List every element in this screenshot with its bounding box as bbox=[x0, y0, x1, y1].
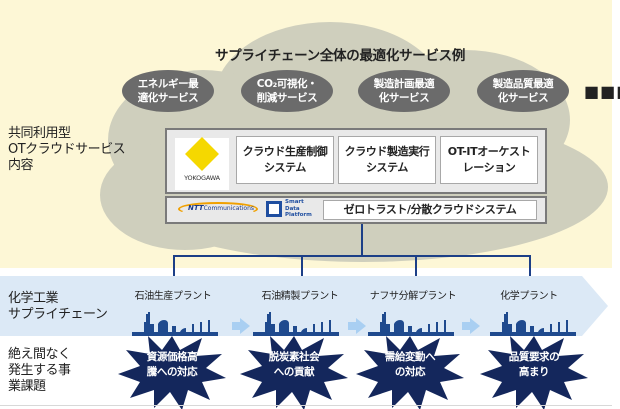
label-line: 絶え間なく bbox=[8, 347, 71, 362]
label-line: 共同利用型 bbox=[8, 126, 71, 141]
label-line: OTクラウドサービス bbox=[8, 142, 126, 157]
ntt-logo-bold: NTT bbox=[188, 204, 204, 212]
plant-icon-chemical bbox=[490, 312, 576, 336]
diagram-title: サプライチェーン全体の最適化サービス例 bbox=[214, 48, 466, 64]
ntt-logo-text: Communications bbox=[203, 205, 254, 212]
issue-burst-quality-requirements bbox=[480, 336, 588, 409]
service-label-line1: CO₂可視化・ bbox=[256, 78, 318, 90]
plant-label-chemical: 化学プラント bbox=[500, 291, 558, 302]
plant-icon-oil-refining bbox=[253, 312, 339, 336]
connector-plant-2 bbox=[301, 255, 303, 282]
service-quality-optimization: 製造品質最適 化サービス bbox=[477, 70, 569, 112]
plant-icon-naphtha-cracking bbox=[368, 312, 454, 336]
connector-trunk bbox=[361, 224, 363, 256]
service-label-line2: 適化サービス bbox=[137, 92, 199, 104]
service-production-planning: 製造計画最適 化サービス bbox=[358, 70, 450, 112]
system-cloud-production-control: クラウド生産制御 システム bbox=[236, 136, 334, 184]
service-label-line2: 削減サービス bbox=[256, 92, 318, 104]
system-label-line2: レーション bbox=[462, 161, 516, 174]
issue-text-decarbonization: 脱炭素社会 への貢献 bbox=[268, 351, 320, 378]
system-ot-it-orchestration: OT-ITオーケスト レーション bbox=[440, 136, 538, 184]
issue-text-quality-requirements: 品質要求の 高まり bbox=[508, 351, 560, 378]
service-label-line1: 製造計画最適 bbox=[373, 78, 435, 90]
issue-burst-supply-demand bbox=[356, 336, 464, 409]
system-cloud-manufacturing-execution: クラウド製造実行 システム bbox=[338, 136, 436, 184]
label-chemical-supply-chain: 化学工業 サプライチェーン bbox=[8, 291, 108, 323]
step-arrow-icon bbox=[462, 318, 480, 334]
plant-label-naphtha-cracking: ナフサ分解プラント bbox=[369, 291, 457, 302]
service-label-line2: 化サービス bbox=[378, 92, 430, 104]
ntt-communications-logo: NTTCommunications bbox=[178, 202, 258, 216]
issue-burst-decarbonization bbox=[240, 336, 348, 409]
label-line: 内容 bbox=[8, 158, 34, 173]
ntt-swoosh-icon bbox=[178, 202, 258, 216]
yokogawa-logo: YOKOGAWA bbox=[175, 137, 229, 190]
service-label-line2: 化サービス bbox=[497, 92, 549, 104]
service-co2-visualization: CO₂可視化・ 削減サービス bbox=[241, 70, 333, 112]
plant-label-oil-production: 石油生産プラント bbox=[134, 291, 212, 302]
yokogawa-logo-text: YOKOGAWA bbox=[184, 174, 220, 182]
more-services-ellipsis: ■■■ bbox=[584, 82, 620, 101]
label-business-issues: 絶え間なく 発生する事 業課題 bbox=[8, 347, 71, 395]
smart-data-platform-text: Smart Data Platform bbox=[285, 199, 312, 218]
label-line: 化学工業 bbox=[8, 291, 59, 306]
system-label-line1: クラウド製造実行 bbox=[344, 145, 430, 158]
supply-chain-arrow-head bbox=[582, 276, 608, 336]
system-label-line2: システム bbox=[365, 161, 409, 174]
yokogawa-diamond-icon bbox=[185, 137, 219, 171]
service-label-line1: 製造品質最適 bbox=[492, 78, 554, 90]
label-line: サプライチェーン bbox=[8, 307, 108, 322]
smart-data-platform-icon bbox=[266, 201, 282, 217]
step-arrow-icon bbox=[348, 318, 366, 334]
plant-label-oil-refining: 石油精製プラント bbox=[261, 291, 339, 302]
issue-text-supply-demand: 需給変動へ の対応 bbox=[384, 351, 436, 378]
system-label-line2: システム bbox=[263, 161, 307, 174]
service-energy-optimization: エネルギー最 適化サービス bbox=[122, 70, 214, 112]
connector-plant-4 bbox=[529, 255, 531, 282]
issue-text-resource-price: 資源価格高 騰への対応 bbox=[146, 351, 198, 378]
system-zero-trust-distributed-cloud: ゼロトラスト/分散クラウドシステム bbox=[323, 200, 537, 220]
connector-plant-1 bbox=[173, 255, 175, 282]
plant-icon-oil-production bbox=[132, 312, 218, 336]
connector-horizontal bbox=[173, 255, 531, 257]
system-label-line1: OT-ITオーケスト bbox=[447, 145, 531, 158]
connector-plant-3 bbox=[415, 255, 417, 282]
service-label-line1: エネルギー最 bbox=[137, 78, 199, 90]
step-arrow-icon bbox=[232, 318, 250, 334]
bottom-divider bbox=[0, 405, 612, 406]
label-line: 業課題 bbox=[8, 379, 46, 394]
system-label-line1: クラウド生産制御 bbox=[242, 145, 328, 158]
label-ot-cloud-service: 共同利用型 OTクラウドサービス 内容 bbox=[8, 126, 126, 174]
label-line: 発生する事 bbox=[8, 363, 71, 378]
supply-chain-band bbox=[0, 276, 582, 336]
issue-burst-resource-price bbox=[118, 336, 226, 409]
